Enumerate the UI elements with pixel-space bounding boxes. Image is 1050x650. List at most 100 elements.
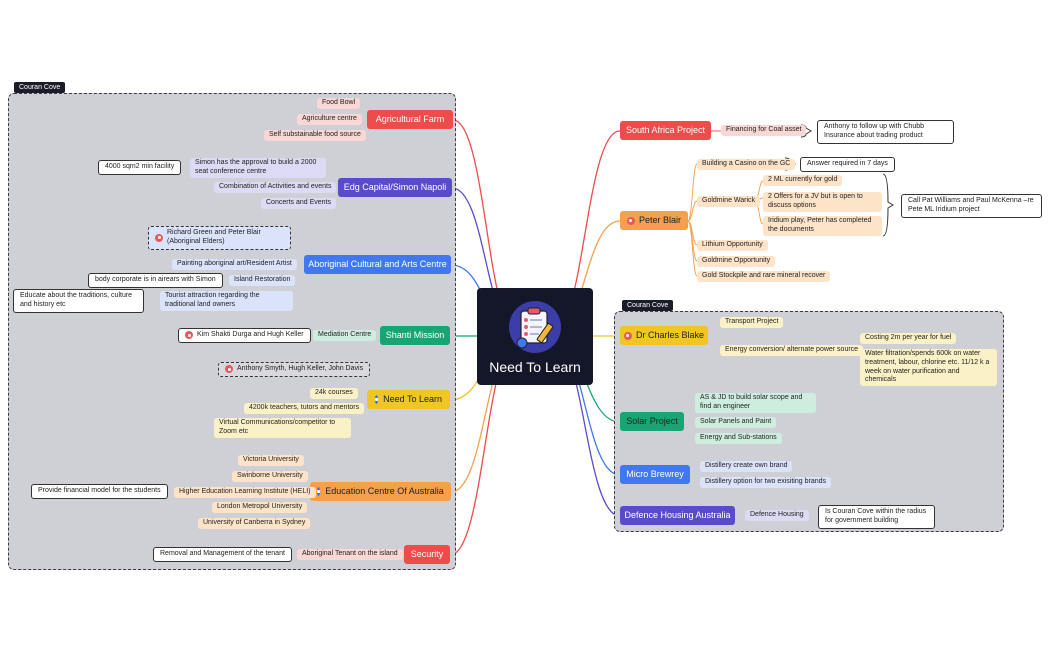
peter-item-casino[interactable]: Building a Casino on the GC <box>697 159 796 170</box>
energy-item-costing[interactable]: Costing 2m per year for fuel <box>860 333 957 344</box>
topic-charles-blake[interactable]: Dr Charles Blake <box>620 326 708 345</box>
goldmine-note[interactable]: Call Pat Williams and Paul McKenna –re P… <box>901 194 1042 218</box>
person-icon <box>185 331 193 340</box>
sa-note[interactable]: Anthony to follow up with Chubb Insuranc… <box>817 120 954 144</box>
brewrey-item-own-brand[interactable]: Distillery create own brand <box>700 461 793 472</box>
security-item-tenant[interactable]: Aboriginal Tenant on the island <box>297 549 403 560</box>
item-label: Water filtration/spends 600k on water tr… <box>865 350 990 384</box>
item-label: Simon has the approval to build a 2000 s… <box>195 159 317 175</box>
item-label: Distillery option for two exisiting bran… <box>705 478 826 485</box>
shanti-item-mediation[interactable]: Mediation Centre <box>313 330 377 341</box>
security-note[interactable]: Removal and Management of the tenant <box>153 547 292 562</box>
aboriginal-note-island[interactable]: body corporate is in airears with Simon <box>88 273 223 288</box>
item-label: Energy conversion/ alternate power sourc… <box>725 346 859 353</box>
goldmine-item-2ml[interactable]: 2 ML currently for gold <box>763 175 843 186</box>
aboriginal-note-tourist[interactable]: Educate about the traditions, culture an… <box>13 289 144 313</box>
goldmine-item-offers[interactable]: 2 Offers for a JV but is open to discuss… <box>763 192 882 212</box>
edu-item-canberra[interactable]: University of Canberra in Sydney <box>198 518 311 529</box>
item-label: Virtual Communications/competitor to Zoo… <box>219 419 336 435</box>
topic-solar-project[interactable]: Solar Project <box>620 412 684 431</box>
left-region-tag: Couran Cove <box>14 82 66 93</box>
defence-note[interactable]: Is Couran Cove within the radius for gov… <box>818 505 935 529</box>
edu-item-london[interactable]: London Metropol University <box>212 502 308 513</box>
ntl-item-virtual[interactable]: Virtual Communications/competitor to Zoo… <box>214 418 351 438</box>
item-label: Higher Education Learning Institute (HEL… <box>179 488 311 495</box>
shanti-people[interactable]: Kim Shakti Durga and Hugh Keller <box>178 328 311 343</box>
edu-item-heli[interactable]: Higher Education Learning Institute (HEL… <box>174 487 316 498</box>
item-label: Agriculture centre <box>302 115 357 122</box>
note-label: Answer required in 7 days <box>807 160 888 167</box>
item-label: Mediation Centre <box>318 331 372 338</box>
agri-item-food-source[interactable]: Self substainable food source <box>264 130 366 141</box>
topic-shanti-mission[interactable]: Shanti Mission <box>380 326 450 345</box>
item-label: Combination of Activities and events <box>219 183 332 190</box>
ntl-item-teachers[interactable]: 4200k teachers, tutors and mentors <box>244 403 365 414</box>
edg-note[interactable]: 4000 sqm2 min facility <box>98 160 182 175</box>
solar-item-panels[interactable]: Solar Panels and Paint <box>695 417 777 428</box>
people-label: Kim Shakti Durga and Hugh Keller <box>197 331 304 338</box>
topic-label: Security <box>410 548 444 559</box>
agri-item-food-bowl[interactable]: Food Bowl <box>317 98 361 109</box>
note-label: Call Pat Williams and Paul McKenna –re P… <box>908 197 1034 213</box>
energy-item-water[interactable]: Water filtration/spends 600k on water tr… <box>860 349 997 386</box>
sa-item-financing[interactable]: Financing for Coal asset <box>721 125 807 136</box>
people-label: Anthony Smyth, Hugh Keller, John Davis <box>237 365 364 372</box>
item-label: Energy and Sub-stations <box>700 434 777 441</box>
topic-education-centre[interactable]: Education Centre Of Australia <box>310 482 451 501</box>
agri-item-agriculture-centre[interactable]: Agriculture centre <box>297 114 362 125</box>
aboriginal-people[interactable]: Richard Green and Peter Blair (Aborigina… <box>148 226 291 250</box>
peter-item-goldmine-warick[interactable]: Goldmine Warick <box>697 196 761 207</box>
topic-south-africa[interactable]: South Africa Project <box>620 121 711 140</box>
topic-agricultural-farm[interactable]: Agricultural Farm <box>367 110 453 129</box>
edg-item-concerts[interactable]: Concerts and Events <box>261 198 336 209</box>
topic-label: Aboriginal Cultural and Arts Centre <box>308 258 447 269</box>
topic-label: South Africa Project <box>625 124 706 135</box>
peter-item-stockpile[interactable]: Gold Stockpile and rare mineral recover <box>697 271 831 282</box>
topic-defence-housing[interactable]: Defence Housing Australia <box>620 506 735 525</box>
item-label: Victoria University <box>243 456 299 463</box>
central-topic[interactable]: Need To Learn <box>477 288 593 385</box>
aboriginal-item-painting[interactable]: Painting aboriginal art/Resident Artist <box>172 259 297 270</box>
peter-item-lithium[interactable]: Lithium Opportunity <box>697 240 768 251</box>
ntl-item-courses[interactable]: 24k courses <box>310 388 358 399</box>
item-label: Goldmine Warick <box>702 197 756 204</box>
solar-item-energy[interactable]: Energy and Sub-stations <box>695 433 782 444</box>
peter-casino-note[interactable]: Answer required in 7 days <box>800 157 895 172</box>
item-label: 24k courses <box>315 389 353 396</box>
topic-label: Education Centre Of Australia <box>325 485 444 496</box>
topic-aboriginal-centre[interactable]: Aboriginal Cultural and Arts Centre <box>304 255 451 274</box>
edg-item-approval[interactable]: Simon has the approval to build a 2000 s… <box>190 158 326 178</box>
item-label: Tourist attraction regarding the traditi… <box>165 292 260 308</box>
item-label: University of Canberra in Sydney <box>203 519 306 526</box>
defence-item-housing[interactable]: Defence Housing <box>745 510 809 521</box>
topic-peter-blair[interactable]: Peter Blair <box>620 211 688 230</box>
edg-item-combination[interactable]: Combination of Activities and events <box>214 182 337 193</box>
item-label: Gold Stockpile and rare mineral recover <box>702 272 826 279</box>
peter-link-0 <box>687 163 698 222</box>
aboriginal-item-island[interactable]: Island Restoration <box>229 275 296 286</box>
item-label: Aboriginal Tenant on the island <box>302 550 398 557</box>
item-label: Self substainable food source <box>269 131 361 138</box>
item-label: Building a Casino on the GC <box>702 160 791 167</box>
topic-edg-capital[interactable]: Edg Capital/Simon Napoli <box>338 178 452 197</box>
item-label: London Metropol University <box>217 503 303 510</box>
topic-security[interactable]: Security <box>404 545 450 564</box>
brewrey-item-two-brands[interactable]: Distillery option for two exisiting bran… <box>700 477 831 488</box>
ntl-people[interactable]: Anthony Smyth, Hugh Keller, John Davis <box>218 362 371 377</box>
peter-link-3 <box>687 220 698 262</box>
solar-item-scope[interactable]: AS & JD to build solar scope and find an… <box>695 393 816 413</box>
topic-micro-brewrey[interactable]: Micro Brewrey <box>620 465 690 484</box>
aboriginal-item-tourist[interactable]: Tourist attraction regarding the traditi… <box>160 291 293 311</box>
topic-need-to-learn[interactable]: Need To Learn <box>367 390 450 409</box>
charles-item-transport[interactable]: Transport Project <box>720 317 784 328</box>
peter-link-4 <box>687 220 698 277</box>
item-label: Financing for Coal asset <box>726 126 802 133</box>
item-label: AS & JD to build solar scope and find an… <box>700 394 803 410</box>
charles-item-energy[interactable]: Energy conversion/ alternate power sourc… <box>720 345 864 356</box>
edu-note[interactable]: Provide financial model for the students <box>31 484 168 499</box>
goldmine-item-iridium[interactable]: Iridium play, Peter has completed the do… <box>763 216 882 236</box>
edu-item-victoria[interactable]: Victoria University <box>238 455 304 466</box>
peter-item-goldmine-opportunity[interactable]: Goldmine Opportunity <box>697 256 776 267</box>
topic-label: Peter Blair <box>638 214 682 225</box>
edu-item-swinborne[interactable]: Swinborne University <box>232 471 308 482</box>
